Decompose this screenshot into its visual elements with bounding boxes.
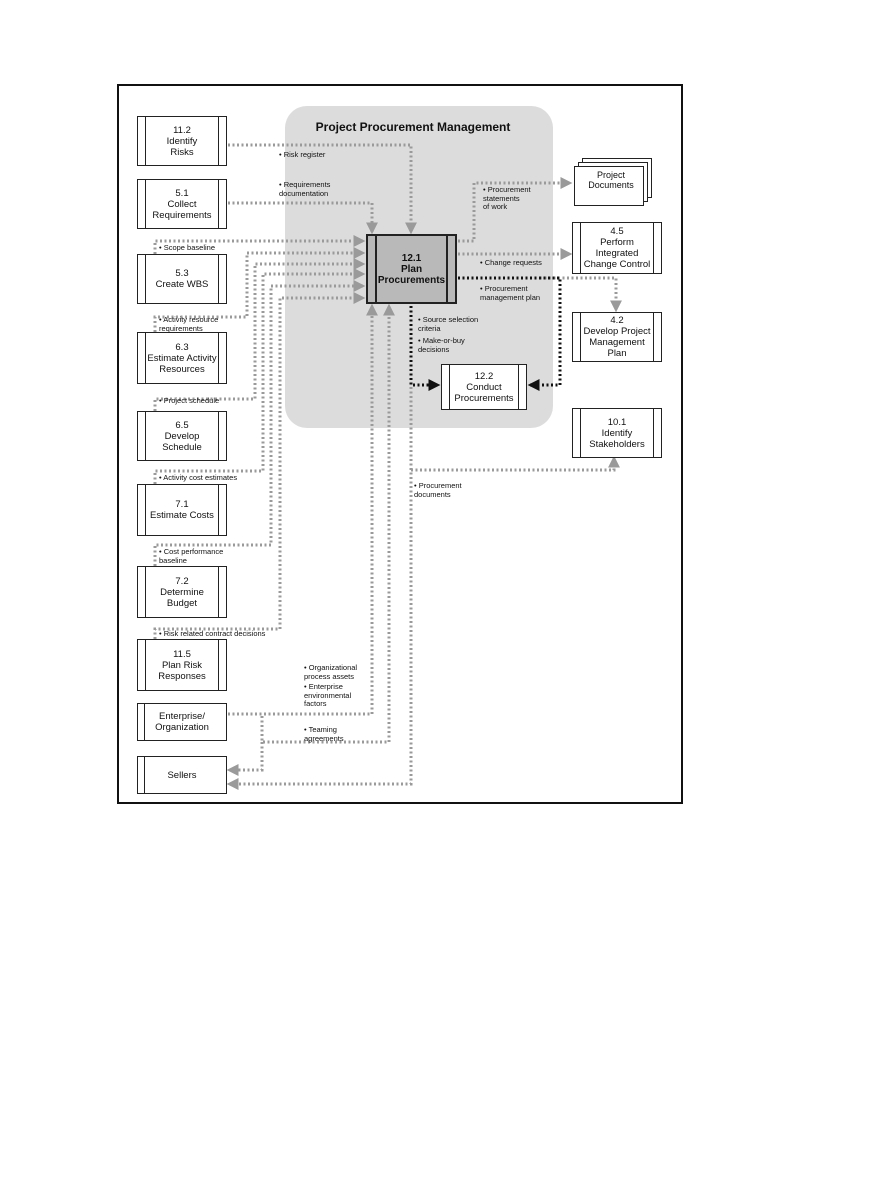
process-name: Estimate Costs: [150, 510, 214, 521]
process-name: Estimate Activity Resources: [147, 352, 217, 375]
label-project-schedule: • Project schedule: [159, 396, 220, 405]
external-sellers: Sellers: [137, 756, 227, 794]
process-integrated-change-control: 4.5 Perform Integrated Change Control: [572, 222, 662, 274]
process-name: Identify Stakeholders: [589, 427, 645, 450]
label-procurement-management-plan: • Procurement management plan: [480, 284, 541, 302]
label-organizational-process-assets: • Organizational process assets: [304, 663, 358, 681]
process-number: 5.3: [175, 268, 189, 279]
process-number: 7.1: [175, 499, 189, 510]
label-procurement-documents: • Procurement documents: [414, 481, 462, 499]
process-number: 12.1: [401, 252, 422, 264]
diagram-frame: [117, 84, 683, 804]
label-enterprise-environmental-factors: • Enterprise environmental factors: [304, 682, 352, 708]
label-risk-related-contract-decisions: • Risk related contract decisions: [159, 629, 266, 638]
process-number: 4.2: [610, 315, 624, 326]
process-number: 10.1: [607, 416, 627, 428]
process-conduct-procurements: 12.2 Conduct Procurements: [441, 364, 527, 410]
process-identify-risks: 11.2 Identify Risks: [137, 116, 227, 166]
label-risk-register: • Risk register: [279, 150, 326, 159]
process-number: 11.5: [173, 648, 191, 660]
external-enterprise-organization: Enterprise/ Organization: [137, 703, 227, 741]
process-plan-risk-responses: 11.5 Plan Risk Responses: [137, 639, 227, 691]
label-activity-resource-requirements: • Activity resource requirements: [159, 315, 219, 333]
process-name: Determine Budget: [160, 586, 204, 609]
process-name: Create WBS: [155, 279, 209, 290]
label-requirements-documentation: • Requirements documentation: [279, 180, 331, 198]
process-name: Collect Requirements: [152, 198, 212, 221]
project-documents-icon: [574, 158, 652, 206]
process-plan-procurements: 12.1 Plan Procurements: [366, 234, 457, 304]
process-create-wbs: 5.3 Create WBS: [137, 254, 227, 304]
project-documents-label: Project Documents: [588, 170, 634, 190]
process-develop-schedule: 6.5 Develop Schedule: [137, 411, 227, 461]
process-estimate-activity-resources: 6.3 Estimate Activity Resources: [137, 332, 227, 384]
process-estimate-costs: 7.1 Estimate Costs: [137, 484, 227, 536]
process-number: 5.1: [175, 187, 189, 199]
label-cost-performance-baseline: • Cost performance baseline: [159, 547, 224, 565]
process-number: 4.5: [610, 226, 624, 237]
process-name: Plan Risk Responses: [158, 659, 206, 682]
label-source-selection-criteria: • Source selection criteria: [418, 315, 479, 333]
label-teaming-agreements: • Teaming agreements: [304, 725, 344, 743]
process-name: Develop Schedule: [162, 430, 202, 453]
process-determine-budget: 7.2 Determine Budget: [137, 566, 227, 618]
diagram-title: Project Procurement Management: [315, 120, 511, 134]
label-make-or-buy-decisions: • Make-or-buy decisions: [418, 336, 465, 354]
label-activity-cost-estimates: • Activity cost estimates: [159, 473, 238, 482]
process-name: Conduct Procurements: [454, 381, 514, 404]
process-name: Perform Integrated Change Control: [583, 237, 651, 270]
process-collect-requirements: 5.1 Collect Requirements: [137, 179, 227, 229]
process-number: 7.2: [175, 575, 189, 587]
process-develop-pm-plan: 4.2 Develop Project Management Plan: [572, 312, 662, 362]
process-name: Identify Risks: [166, 135, 198, 158]
process-number: 6.3: [175, 341, 189, 353]
process-number: 12.2: [474, 370, 494, 382]
process-number: 6.5: [175, 419, 189, 431]
label-procurement-statements-of-work: • Procurement statements of work: [483, 185, 531, 211]
process-identify-stakeholders: 10.1 Identify Stakeholders: [572, 408, 662, 458]
label-scope-baseline: • Scope baseline: [159, 243, 215, 252]
process-name: Plan Procurements: [377, 263, 446, 286]
process-name: Develop Project Management Plan: [583, 326, 651, 359]
label-change-requests: • Change requests: [480, 258, 542, 267]
process-number: 11.2: [173, 124, 191, 136]
